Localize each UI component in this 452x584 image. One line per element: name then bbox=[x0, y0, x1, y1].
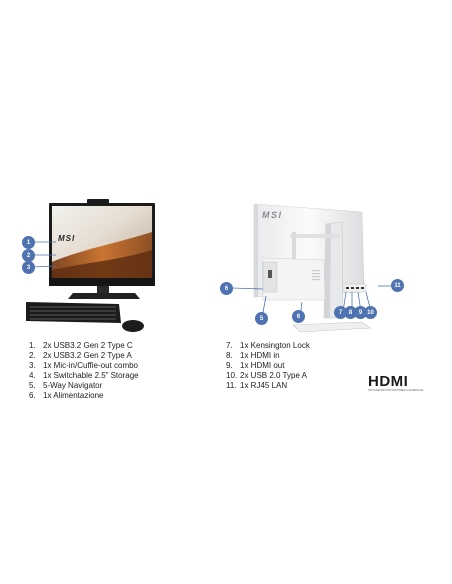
back-module bbox=[261, 257, 326, 301]
list-item: 11.1x RJ45 LAN bbox=[226, 381, 288, 390]
list-item: 7.1x Kensington Lock bbox=[226, 341, 310, 350]
list-item: 5.5-Way Navigator bbox=[29, 381, 103, 390]
hdmi-logo-tagline: HIGH-DEFINITION MULTIMEDIA INTERFACE bbox=[368, 389, 424, 392]
list-item: 9.1x HDMI out bbox=[226, 361, 285, 370]
hdmi-logo: HDMI HIGH-DEFINITION MULTIMEDIA INTERFAC… bbox=[368, 373, 430, 395]
front-callout-1: 1 bbox=[22, 236, 35, 249]
back-callout-10: 10 bbox=[364, 306, 377, 319]
list-item: 3.1x Mic-in/Cuffie-out combo bbox=[29, 361, 138, 370]
back-callout-7: 7 bbox=[334, 306, 347, 319]
back-stand-base bbox=[292, 321, 371, 333]
back-callout-6b: 6 bbox=[292, 310, 305, 323]
front-callout-2: 2 bbox=[22, 249, 35, 262]
back-port-strip bbox=[343, 283, 367, 293]
list-item: 1.2x USB3.2 Gen 2 Type C bbox=[29, 341, 133, 350]
ports-list-right: 7.1x Kensington Lock 8.1x HDMI in 9.1x H… bbox=[226, 341, 310, 391]
list-item: 6.1x Alimentazione bbox=[29, 391, 104, 400]
back-callout-8: 8 bbox=[344, 306, 357, 319]
mouse bbox=[122, 320, 144, 332]
hdmi-logo-word: HDMI bbox=[368, 373, 409, 390]
back-callout-9: 9 bbox=[354, 306, 367, 319]
back-brand-logo: MSI bbox=[262, 210, 283, 220]
front-brand-logo: MSI bbox=[58, 234, 76, 243]
list-item: 8.1x HDMI in bbox=[226, 351, 280, 360]
back-callout-6a: 6 bbox=[220, 282, 233, 295]
back-callout-5: 5 bbox=[255, 312, 268, 325]
front-stand-neck bbox=[97, 286, 109, 293]
list-item: 10.2x USB 2.0 Type A bbox=[226, 371, 308, 380]
list-item: 4.1x Switchable 2.5” Storage bbox=[29, 371, 139, 380]
back-callout-11: 11 bbox=[391, 279, 404, 292]
list-item: 2.2x USB3.2 Gen 2 Type A bbox=[29, 351, 132, 360]
ports-list-left: 1.2x USB3.2 Gen 2 Type C 2.2x USB3.2 Gen… bbox=[29, 341, 139, 401]
front-webcam bbox=[87, 199, 109, 204]
front-stand-base bbox=[68, 293, 140, 299]
front-callout-3: 3 bbox=[22, 261, 35, 274]
